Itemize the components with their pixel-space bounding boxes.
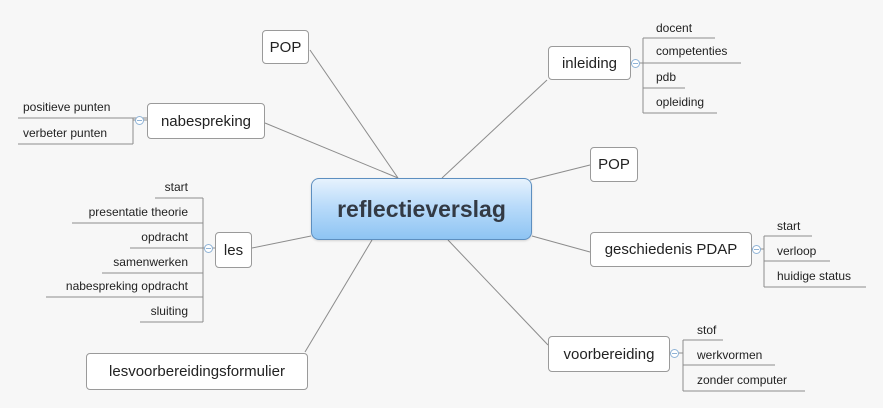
collapse-toggle-voorbereiding[interactable]	[670, 349, 679, 358]
topic-pop-top[interactable]: POP	[262, 30, 309, 64]
subtopic-start[interactable]: start	[777, 219, 801, 233]
subtopic-opdracht[interactable]: opdracht	[141, 230, 188, 244]
topic-pop-right[interactable]: POP	[590, 147, 638, 182]
topic-inleiding[interactable]: inleiding	[548, 46, 631, 80]
subtopic-verbeter-punten[interactable]: verbeter punten	[23, 126, 108, 140]
topic-nabespreking[interactable]: nabespreking	[147, 103, 265, 139]
collapse-toggle-les[interactable]	[204, 244, 213, 253]
subtopic-verloop[interactable]: verloop	[777, 244, 817, 258]
central-topic[interactable]: reflectieverslag	[311, 178, 532, 240]
subtopic-sluiting[interactable]: sluiting	[150, 304, 188, 318]
subtopic-docent[interactable]: docent	[656, 21, 693, 35]
subtopic-stof[interactable]: stof	[697, 323, 717, 337]
topic-les[interactable]: les	[215, 232, 252, 268]
subtopic-presentatie-theorie[interactable]: presentatie theorie	[88, 205, 188, 219]
topic-geschiedenis-pdap[interactable]: geschiedenis PDAP	[590, 232, 752, 267]
subtopic-start[interactable]: start	[164, 180, 188, 194]
collapse-toggle-geschiedenis[interactable]	[752, 245, 761, 254]
subtopic-positieve-punten[interactable]: positieve punten	[23, 100, 111, 114]
collapse-toggle-nabespreking[interactable]	[135, 116, 144, 125]
subtopic-zonder-computer[interactable]: zonder computer	[697, 373, 788, 387]
subtopic-pdb[interactable]: pdb	[656, 70, 677, 84]
subtopic-samenwerken[interactable]: samenwerken	[113, 255, 188, 269]
subtopic-huidige-status[interactable]: huidige status	[777, 269, 852, 283]
topic-lesvoorbereidingsformulier[interactable]: lesvoorbereidingsformulier	[86, 353, 308, 390]
topic-voorbereiding[interactable]: voorbereiding	[548, 336, 670, 372]
subtopic-opleiding[interactable]: opleiding	[656, 95, 705, 109]
subtopic-nabespreking-opdracht[interactable]: nabespreking opdracht	[65, 279, 188, 293]
collapse-toggle-inleiding[interactable]	[631, 59, 640, 68]
subtopic-competenties[interactable]: competenties	[656, 44, 728, 58]
subtopic-werkvormen[interactable]: werkvormen	[697, 348, 763, 362]
